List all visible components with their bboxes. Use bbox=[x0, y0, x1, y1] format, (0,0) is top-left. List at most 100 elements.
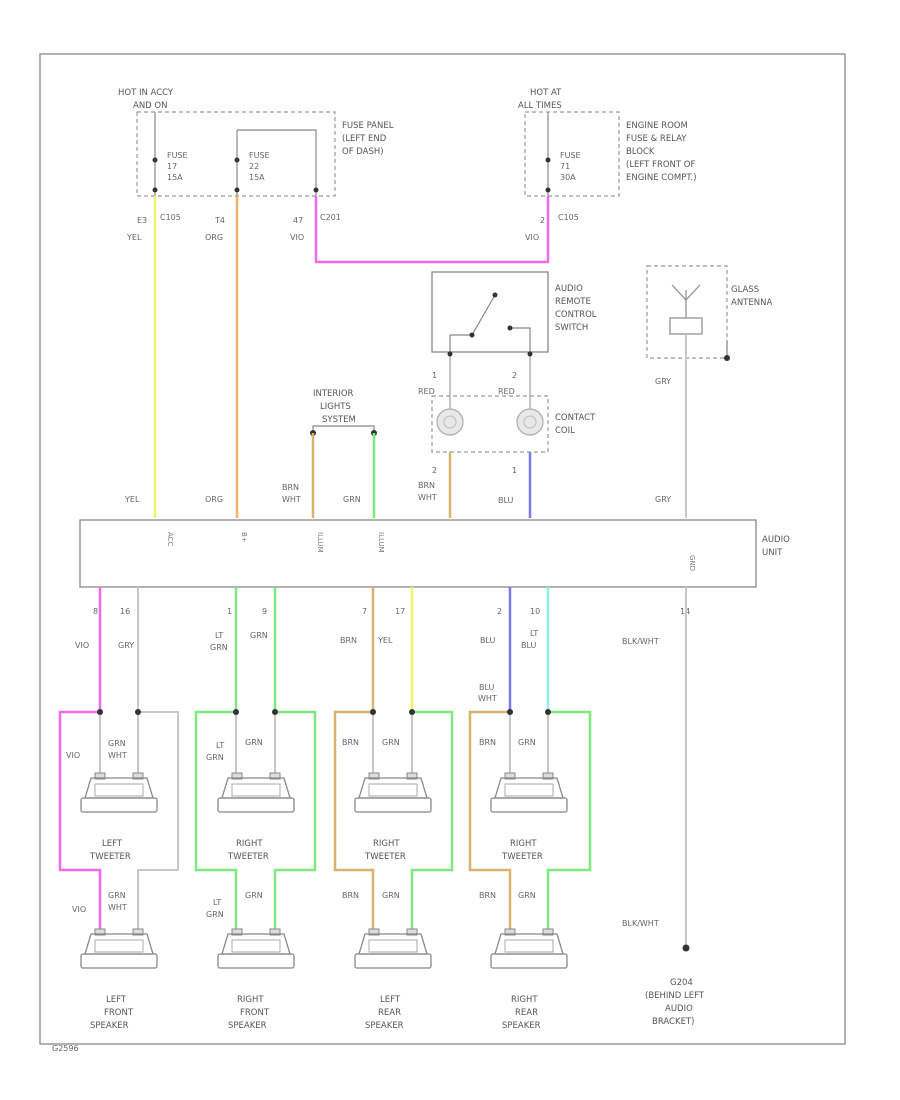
ground-point-icon bbox=[682, 944, 690, 952]
tweeter-4-l2: TWEETER bbox=[501, 852, 543, 862]
output-wire-labels: 8 VIO 16 GRY 1 LT GRN 9 GRN 7 BRN 17 YEL… bbox=[75, 607, 690, 652]
gnd-wire-color: BLK/WHT bbox=[622, 919, 659, 928]
tweeter-4-l1: RIGHT bbox=[510, 839, 537, 849]
audio-unit-box bbox=[79, 519, 757, 588]
conn-c105-a: C105 bbox=[160, 213, 181, 222]
speaker-1-icon bbox=[80, 928, 158, 969]
ground-labels: BLK/WHT G204 (BEHIND LEFT AUDIO BRACKET) bbox=[622, 919, 705, 1027]
s3-l1: GRN bbox=[382, 738, 400, 747]
ow-d-pin: 9 bbox=[262, 607, 267, 616]
speaker-labels: LEFT FRONT SPEAKER RIGHT FRONT SPEAKER L… bbox=[90, 995, 541, 1031]
tweeter-2-icon bbox=[217, 772, 295, 813]
coil-pin-r: 2 bbox=[512, 371, 517, 380]
speakers bbox=[80, 928, 568, 969]
audio-unit-label-1: AUDIO bbox=[762, 535, 790, 545]
gnd-desc-2: AUDIO bbox=[665, 1004, 693, 1014]
s2-l2: GRN bbox=[245, 738, 263, 747]
hot-label-1a: HOT IN ACCY bbox=[118, 88, 174, 98]
remote-label-1: AUDIO bbox=[555, 284, 583, 294]
coil-bl-pin: 2 bbox=[432, 466, 437, 475]
fuse-17-num: 17 bbox=[167, 162, 177, 171]
fuse-71-amp: 30A bbox=[560, 173, 576, 182]
l1-2: WHT bbox=[108, 903, 127, 912]
fuse-panel-left: HOT IN ACCY AND ON FUSE 17 15A FUSE 22 1… bbox=[118, 88, 394, 197]
engine-desc-2: FUSE & RELAY bbox=[626, 134, 687, 144]
au-in-grn: GRN bbox=[343, 495, 361, 504]
fuse-22-label: FUSE bbox=[249, 151, 270, 160]
ow-f-color: YEL bbox=[377, 636, 393, 645]
s1-l2: WHT bbox=[108, 751, 127, 760]
au-in-brn2: WHT bbox=[282, 495, 301, 504]
coil-pin-l: 1 bbox=[432, 371, 437, 380]
wire-violet bbox=[314, 196, 550, 264]
coil-color-r: RED bbox=[498, 387, 515, 396]
wire-vio2-pin: 2 bbox=[540, 216, 545, 225]
wire-green-rear-r bbox=[546, 710, 592, 930]
ow-c-color1: LT bbox=[215, 631, 223, 640]
ow-e-color: BRN bbox=[340, 636, 357, 645]
au-term-gnd: GND bbox=[688, 555, 696, 571]
coil-br-pin: 1 bbox=[512, 466, 517, 475]
spk-4-l2: REAR bbox=[515, 1008, 538, 1018]
engine-desc-4: (LEFT FRONT OF bbox=[626, 160, 695, 170]
l2-1: GRN bbox=[206, 910, 224, 919]
tweeter-1-l2: TWEETER bbox=[89, 852, 131, 862]
engine-fuse-box bbox=[524, 111, 620, 197]
hot-label-1b: AND ON bbox=[133, 101, 167, 111]
antenna-wire-color: GRY bbox=[655, 377, 671, 386]
tweeter-3-l2: TWEETER bbox=[364, 852, 406, 862]
s4-l3: GRN bbox=[518, 738, 536, 747]
s4-l0: BLU bbox=[479, 683, 495, 692]
spk-3-l2: REAR bbox=[378, 1008, 401, 1018]
wire-vio-color: VIO bbox=[290, 233, 304, 242]
coil-color-l: RED bbox=[418, 387, 435, 396]
ow-g-color: BLU bbox=[480, 636, 496, 645]
au-in-org: ORG bbox=[205, 495, 223, 504]
lower-wire-labels: VIO GRN WHT LT GRN GRN BRN GRN BRN GRN bbox=[72, 891, 536, 919]
spk-2-l3: SPEAKER bbox=[228, 1021, 267, 1031]
remote-switch-box bbox=[431, 271, 549, 353]
hot-label-2b: ALL TIMES bbox=[518, 101, 562, 111]
fuse-17-label: FUSE bbox=[167, 151, 188, 160]
contact-coil: CONTACT COIL bbox=[431, 395, 596, 453]
tweeter-1-l1: LEFT bbox=[102, 839, 123, 849]
spk-2-l1: RIGHT bbox=[237, 995, 264, 1005]
engine-desc-1: ENGINE ROOM bbox=[626, 121, 688, 131]
ow-b-pin: 16 bbox=[120, 607, 130, 616]
au-in-yel: YEL bbox=[124, 495, 140, 504]
wire-vio-pin: 47 bbox=[293, 216, 303, 225]
spk-3-l1: LEFT bbox=[380, 995, 401, 1005]
antenna-label-1: GLASS bbox=[731, 285, 759, 295]
coil-br-color: BLU bbox=[498, 496, 514, 505]
ow-a-pin: 8 bbox=[93, 607, 98, 616]
wire-org-pin: T4 bbox=[214, 216, 225, 225]
au-in-gry: GRY bbox=[655, 495, 671, 504]
l2-2: GRN bbox=[245, 891, 263, 900]
tweeter-1-icon bbox=[80, 772, 158, 813]
wire-green-rt bbox=[273, 587, 317, 930]
interior-lights: INTERIOR LIGHTS SYSTEM bbox=[310, 389, 377, 436]
conn-c201: C201 bbox=[320, 213, 341, 222]
fuse-17-amp: 15A bbox=[167, 173, 183, 182]
figure-id: G2596 bbox=[52, 1044, 79, 1053]
coil-label-1: CONTACT bbox=[555, 413, 596, 423]
contact-coil-box bbox=[431, 395, 549, 453]
wire-gray-left bbox=[137, 587, 179, 930]
diagram-frame bbox=[39, 53, 846, 1045]
fuse-22-amp: 15A bbox=[249, 173, 265, 182]
au-in-brn: BRN bbox=[282, 483, 299, 492]
spk-4-l3: SPEAKER bbox=[502, 1021, 541, 1031]
l3-1: GRN bbox=[382, 891, 400, 900]
ow-g-pin: 2 bbox=[497, 607, 502, 616]
tweeter-2-l2: TWEETER bbox=[227, 852, 269, 862]
s2-l1: GRN bbox=[206, 753, 224, 762]
tweeter-labels: LEFT TWEETER RIGHT TWEETER RIGHT TWEETER… bbox=[89, 839, 543, 862]
ow-c-pin: 1 bbox=[227, 607, 232, 616]
glass-antenna: GLASS ANTENNA bbox=[646, 265, 772, 361]
au-term-illum1: ILLUM bbox=[316, 532, 324, 553]
s1-l0: VIO bbox=[66, 751, 80, 760]
tweeters bbox=[80, 772, 568, 813]
au-term-illum2: ILLUM bbox=[377, 532, 385, 553]
ow-a-color: VIO bbox=[75, 641, 89, 650]
fuse-panel-desc-1: FUSE PANEL bbox=[342, 121, 394, 131]
